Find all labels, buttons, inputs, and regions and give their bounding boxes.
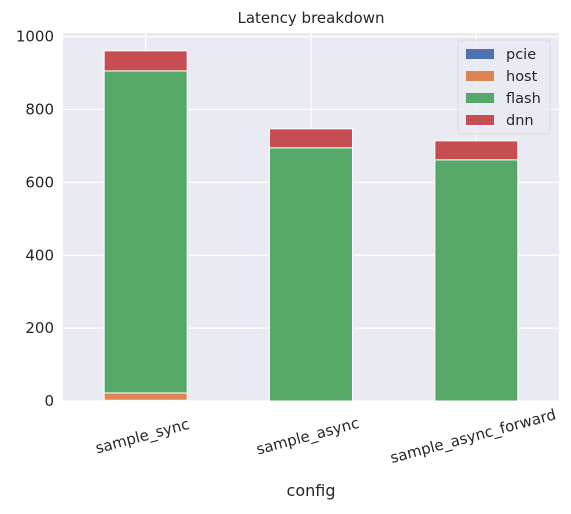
legend: pcie host flash dnn	[457, 39, 551, 135]
bar-flash	[269, 147, 353, 402]
y-tick-label: 400	[25, 246, 54, 264]
x-tick-label: sample_async_forward	[388, 405, 558, 468]
y-axis-ticks: 0 200 400 600 800 1000	[16, 28, 54, 410]
legend-swatch-dnn	[466, 115, 494, 125]
legend-swatch-host	[466, 71, 494, 81]
legend-swatch-pcie	[466, 49, 494, 59]
y-tick-label: 800	[25, 101, 54, 119]
legend-label-host: host	[506, 69, 538, 85]
x-tick-label: sample_sync	[93, 415, 191, 458]
x-axis-label: config	[287, 481, 336, 500]
legend-swatch-flash	[466, 93, 494, 103]
x-tick-label: sample_async	[254, 414, 361, 460]
y-tick-label: 1000	[16, 28, 54, 46]
bar-dnn	[269, 128, 353, 149]
bar-flash	[434, 159, 519, 402]
legend-label-pcie: pcie	[506, 47, 536, 63]
legend-label-dnn: dnn	[506, 113, 534, 129]
chart-title: Latency breakdown	[238, 9, 385, 27]
bar-flash	[103, 70, 188, 394]
bar-host	[103, 392, 188, 401]
bars	[103, 50, 519, 402]
bar-dnn	[434, 140, 519, 161]
bar-dnn	[103, 50, 188, 72]
x-axis-ticks: sample_sync sample_async sample_async_forw…	[93, 405, 558, 468]
y-tick-label: 200	[25, 319, 54, 337]
legend-label-flash: flash	[506, 91, 541, 107]
legend-frame	[457, 39, 551, 135]
y-tick-label: 0	[44, 392, 54, 410]
y-tick-label: 600	[25, 173, 54, 191]
